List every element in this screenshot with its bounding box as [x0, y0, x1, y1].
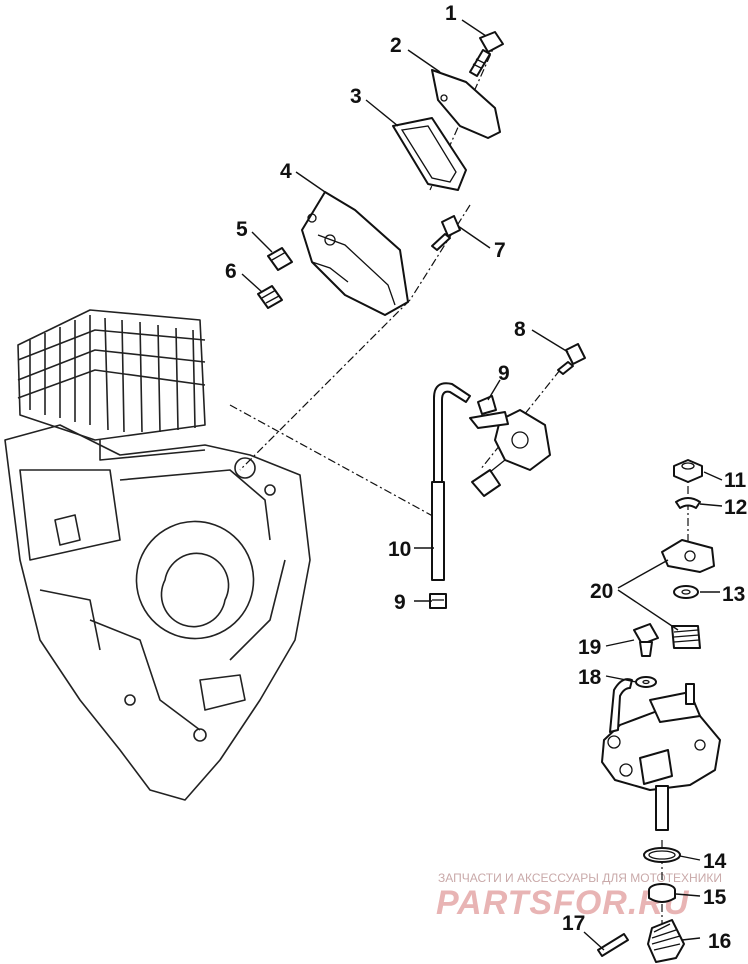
part-clamp-9-lower [429, 593, 447, 609]
callout-14: 14 [703, 850, 727, 873]
callout-16: 16 [708, 930, 731, 953]
callout-19: 19 [578, 636, 601, 659]
callout-9-upper: 9 [498, 362, 510, 385]
callout-15: 15 [703, 886, 727, 909]
callout-numbers: 1 2 3 4 5 6 7 8 9 10 9 11 12 13 20 19 18… [225, 2, 747, 953]
part-lever-20 [661, 539, 715, 573]
callout-6: 6 [225, 260, 237, 283]
part-seal-15 [648, 883, 676, 903]
part-cover-plate-2 [431, 69, 501, 139]
part-washer-13 [673, 585, 699, 599]
part-clamp-9-upper [477, 395, 497, 415]
part-bolt-19 [633, 623, 659, 657]
part-lockwasher-12 [675, 497, 701, 509]
axis-screw-7 [409, 204, 471, 301]
callout-18: 18 [578, 666, 602, 689]
part-gear-16 [647, 919, 685, 963]
part-nut-11 [673, 459, 703, 483]
oil-pump-lower [601, 678, 721, 831]
leader-lines [241, 19, 723, 951]
callout-5: 5 [236, 218, 248, 241]
callout-1: 1 [445, 2, 457, 25]
crankcase [4, 424, 311, 801]
part-housing-4 [301, 191, 409, 316]
callout-4: 4 [280, 160, 292, 183]
oil-pump-upper [469, 409, 551, 497]
part-bolt-1 [469, 31, 504, 77]
callout-10: 10 [388, 538, 411, 561]
watermark: ЗАПЧАСТИ И АКСЕССУАРЫ ДЛЯ МОТОТЕХНИКИ PA… [436, 871, 722, 922]
callout-7: 7 [494, 239, 506, 262]
callout-9-lower: 9 [394, 591, 406, 614]
part-hose-10 [431, 382, 471, 581]
part-oring-14 [643, 847, 681, 863]
callout-13: 13 [722, 583, 745, 606]
part-bushing-6 [257, 285, 283, 309]
part-gasket-3 [392, 117, 467, 191]
axis-hose-to-engine [229, 404, 441, 521]
part-pin-17 [597, 933, 629, 957]
part-screw-8 [557, 343, 586, 375]
watermark-tagline: ЗАПЧАСТИ И АКСЕССУАРЫ ДЛЯ МОТОТЕХНИКИ [438, 871, 722, 885]
callout-11: 11 [724, 469, 747, 492]
callout-12: 12 [724, 496, 747, 519]
callout-20: 20 [590, 580, 613, 603]
watermark-brand: PARTSFOR.RU [436, 884, 690, 922]
part-bushing-5 [267, 247, 293, 271]
axis-cover-to-engine [239, 299, 411, 471]
part-washer-18 [635, 676, 657, 688]
callout-3: 3 [350, 85, 362, 108]
callout-8: 8 [514, 318, 526, 341]
engine-block [4, 309, 311, 801]
part-spring-20 [671, 625, 701, 649]
callout-2: 2 [390, 34, 402, 57]
callout-17: 17 [562, 912, 585, 935]
part-screw-7 [431, 215, 461, 251]
cylinder-fins [17, 309, 206, 461]
